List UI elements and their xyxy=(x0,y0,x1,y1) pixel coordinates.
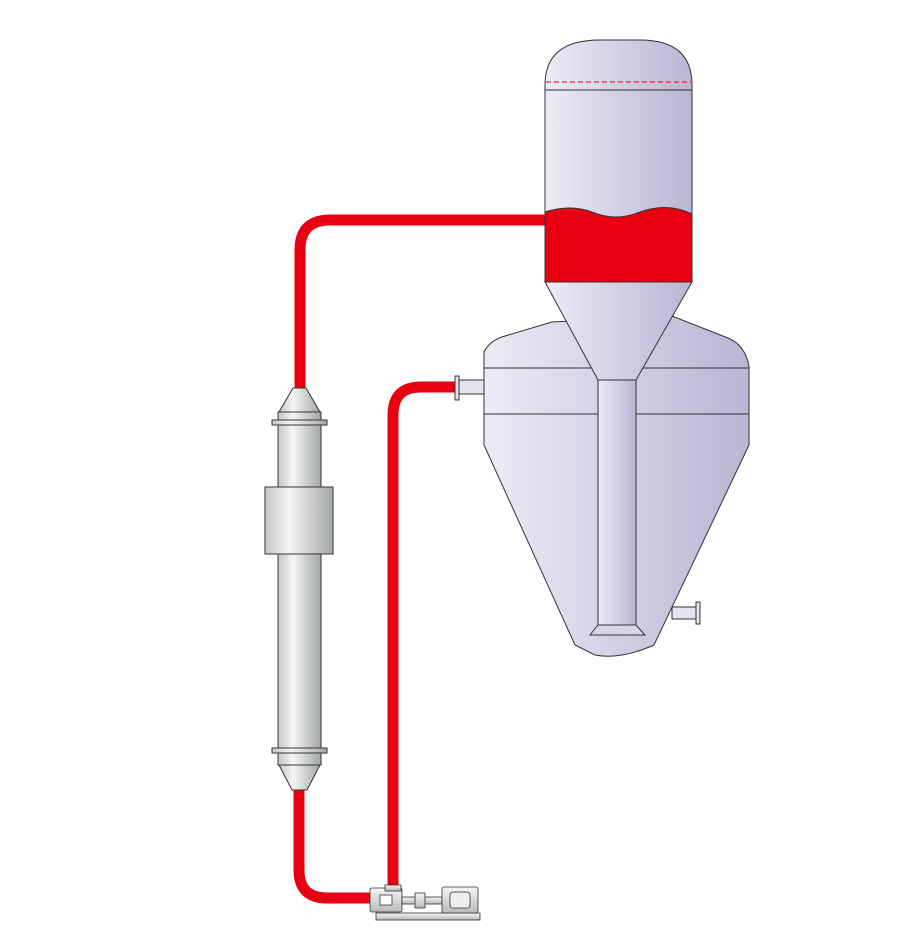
heat-exchanger[interactable] xyxy=(264,387,334,791)
separator-vessel[interactable] xyxy=(454,39,750,657)
inlet-nozzle[interactable] xyxy=(457,379,485,395)
pump-suction-port xyxy=(384,884,402,892)
exchanger-top-collar xyxy=(277,411,322,421)
downcomer-tube xyxy=(597,379,637,626)
exchanger-jacket xyxy=(264,486,334,555)
exchanger-bottom-cone xyxy=(278,764,321,791)
pump-impeller-hub xyxy=(379,894,393,906)
pump-coupling xyxy=(414,892,426,909)
outlet-flange xyxy=(695,601,701,625)
circulation-pump[interactable] xyxy=(369,884,481,921)
exchanger-top-flange xyxy=(271,419,328,426)
downcomer-outlet xyxy=(588,624,647,636)
pipes xyxy=(293,214,546,904)
suction-line-pipe[interactable] xyxy=(293,790,372,904)
outlet-nozzle[interactable] xyxy=(671,606,697,620)
pump-motor-terminal xyxy=(449,891,471,909)
pump-baseplate xyxy=(375,912,481,921)
exchanger-bottom-collar xyxy=(277,752,322,766)
exchanger-top-cone xyxy=(278,387,321,413)
liquid-level xyxy=(544,207,693,283)
inlet-flange xyxy=(454,375,460,401)
vapor-line-pipe[interactable] xyxy=(294,214,546,388)
exchanger-bottom-flange xyxy=(271,747,328,754)
return-line-pipe[interactable] xyxy=(387,381,458,888)
exchanger-shell xyxy=(277,424,322,749)
